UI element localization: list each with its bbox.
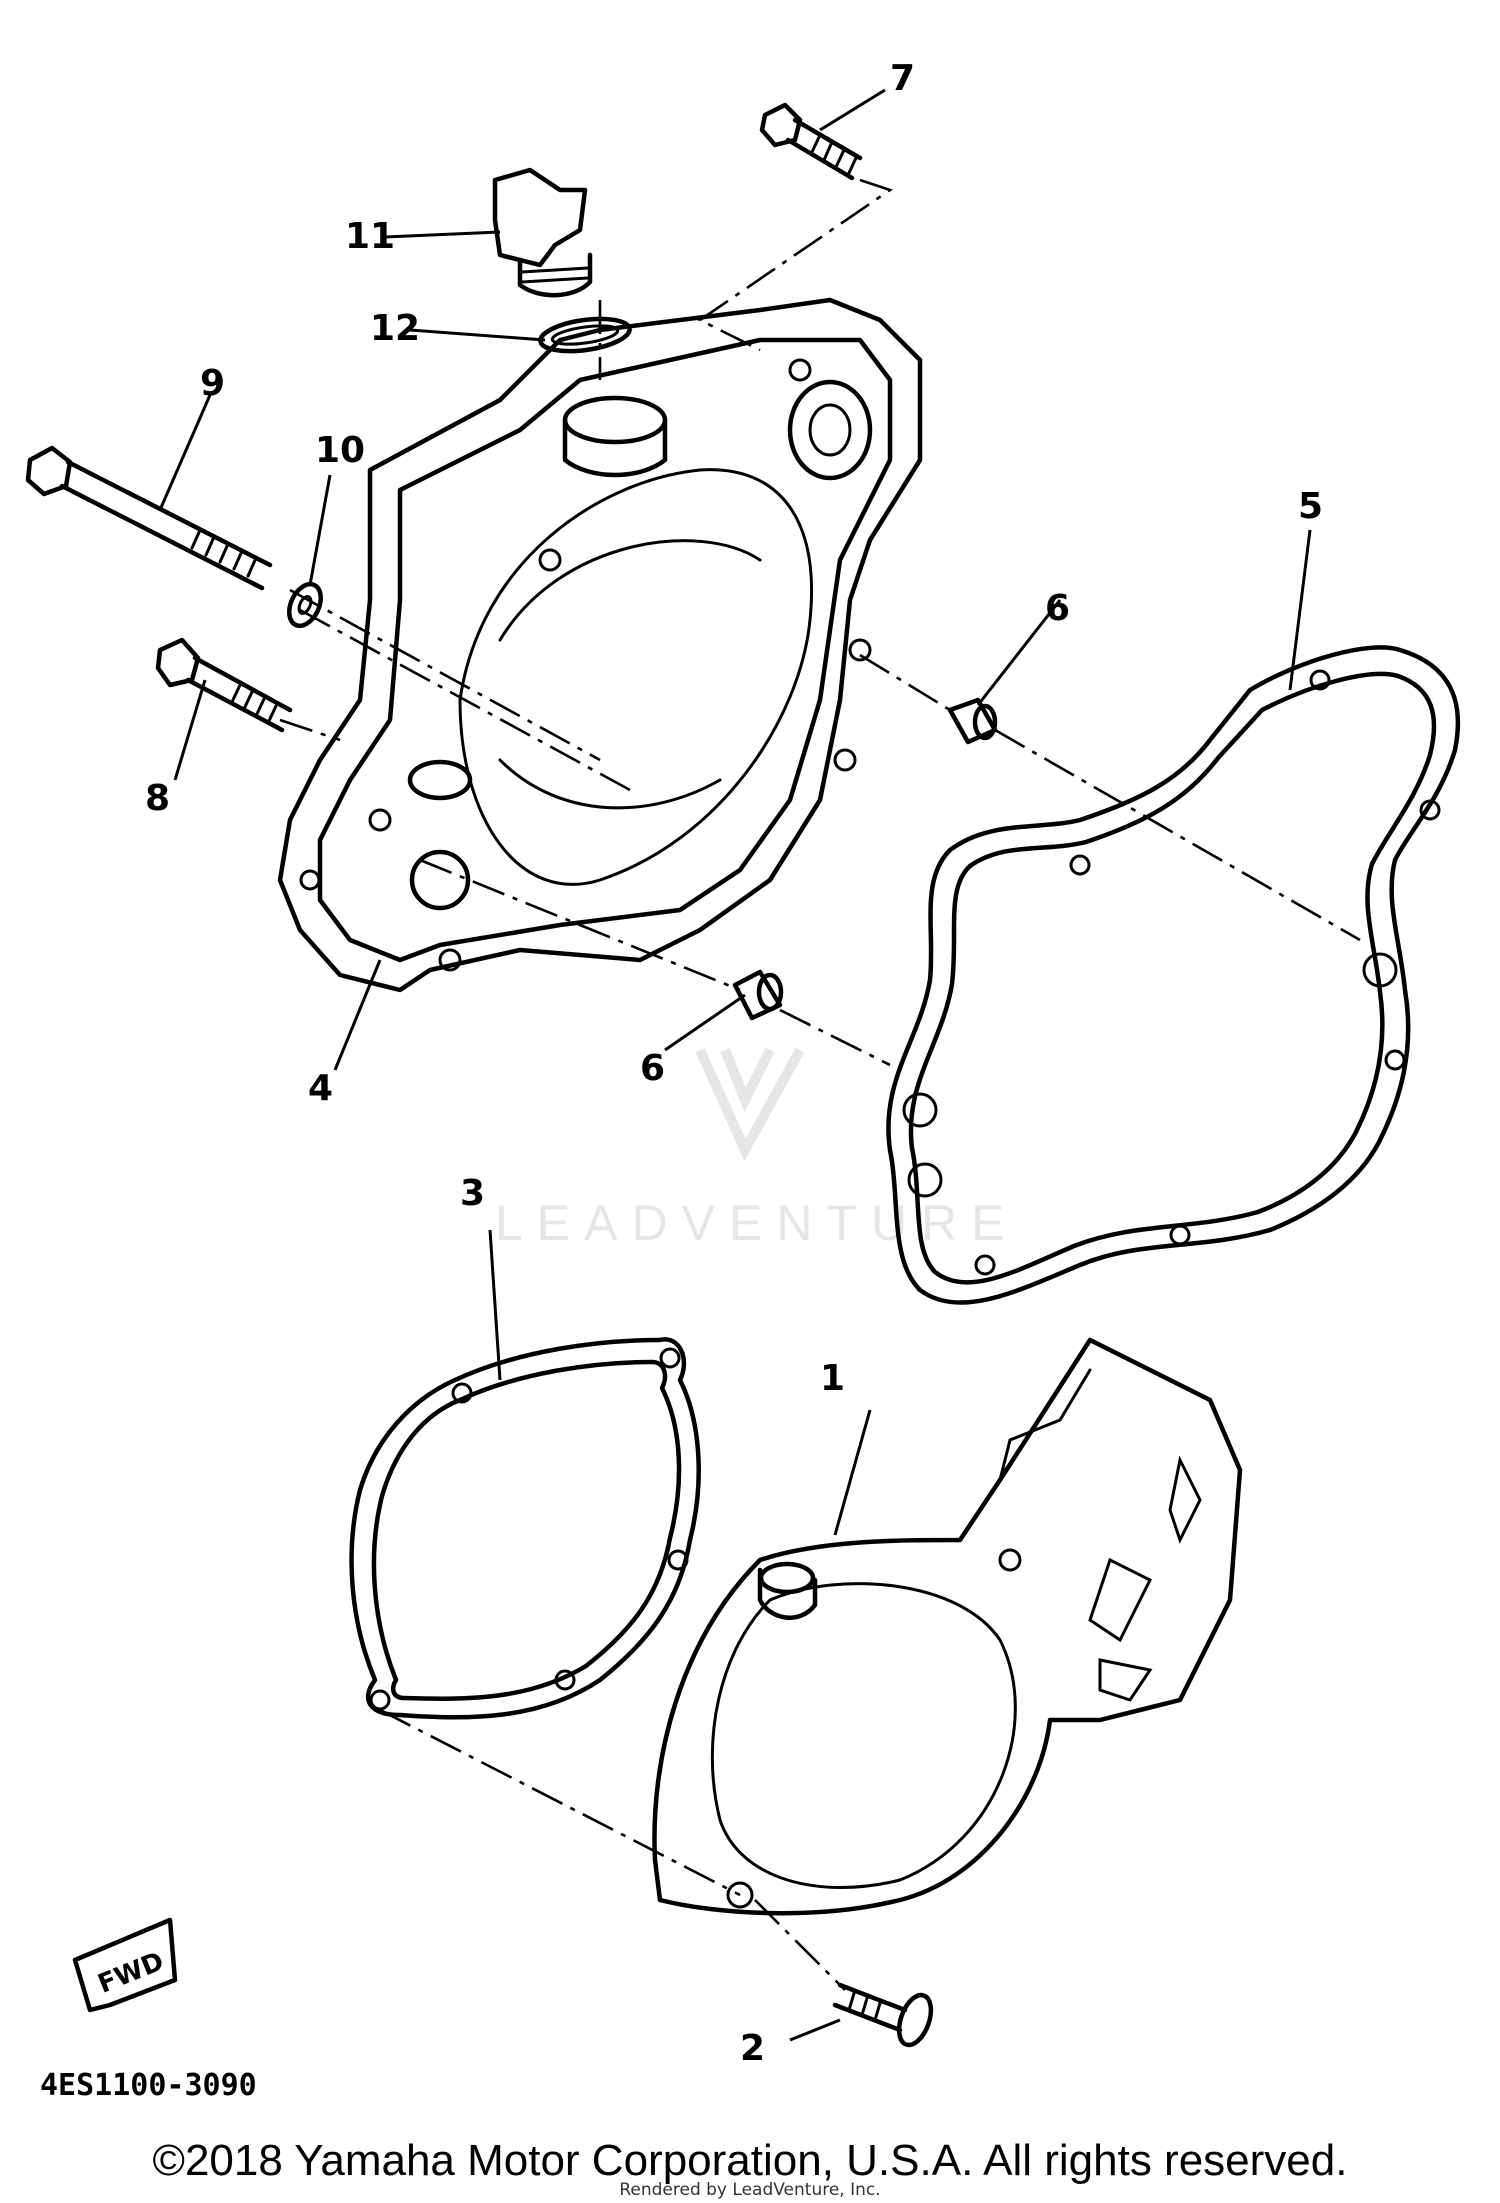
oil-filler-cap-11: [492, 167, 593, 298]
fwd-arrow-icon: FWD: [72, 1917, 178, 2013]
rendered-by-notice: Rendered by LeadVenture, Inc.: [619, 2180, 881, 2200]
leader-lines: [158, 88, 1312, 2042]
callout-6-upper: 6: [1045, 588, 1070, 629]
callout-2: 2: [740, 2028, 765, 2069]
callout-10: 10: [315, 430, 365, 471]
dowel-pin-6-upper: [947, 697, 998, 745]
callout-12: 12: [370, 308, 420, 349]
bolt-8: [155, 637, 293, 733]
callout-11: 11: [345, 216, 395, 257]
callout-7: 7: [890, 58, 915, 99]
washer-10: [287, 581, 323, 629]
callout-9: 9: [200, 363, 225, 404]
bolt-7: [759, 102, 863, 181]
o-ring-12: [538, 316, 632, 354]
cover-1: [652, 1337, 1243, 1916]
fwd-label: FWD: [94, 1946, 168, 1999]
watermark-logo: LEADVENTURE: [495, 1047, 1019, 1251]
callout-8: 8: [145, 778, 170, 819]
gasket-5: [886, 645, 1461, 1305]
watermark-text: LEADVENTURE: [495, 1195, 1019, 1251]
copyright-notice: ©2018 Yamaha Motor Corporation, U.S.A. A…: [152, 2136, 1348, 2185]
assembly-lines: [279, 178, 1361, 1991]
callout-1: 1: [820, 1358, 845, 1399]
bolt-9: [25, 445, 273, 591]
screw-2: [832, 1982, 934, 2048]
diagram-code: 4ES1100-3090: [40, 2068, 257, 2103]
dowel-pin-6-lower: [732, 969, 784, 1021]
callout-5: 5: [1298, 486, 1323, 527]
crankcase-cover-4: [277, 297, 923, 993]
callout-3: 3: [460, 1173, 485, 1214]
gasket-3: [349, 1337, 701, 1720]
callout-4: 4: [308, 1068, 333, 1109]
callout-6-lower: 6: [640, 1048, 665, 1089]
